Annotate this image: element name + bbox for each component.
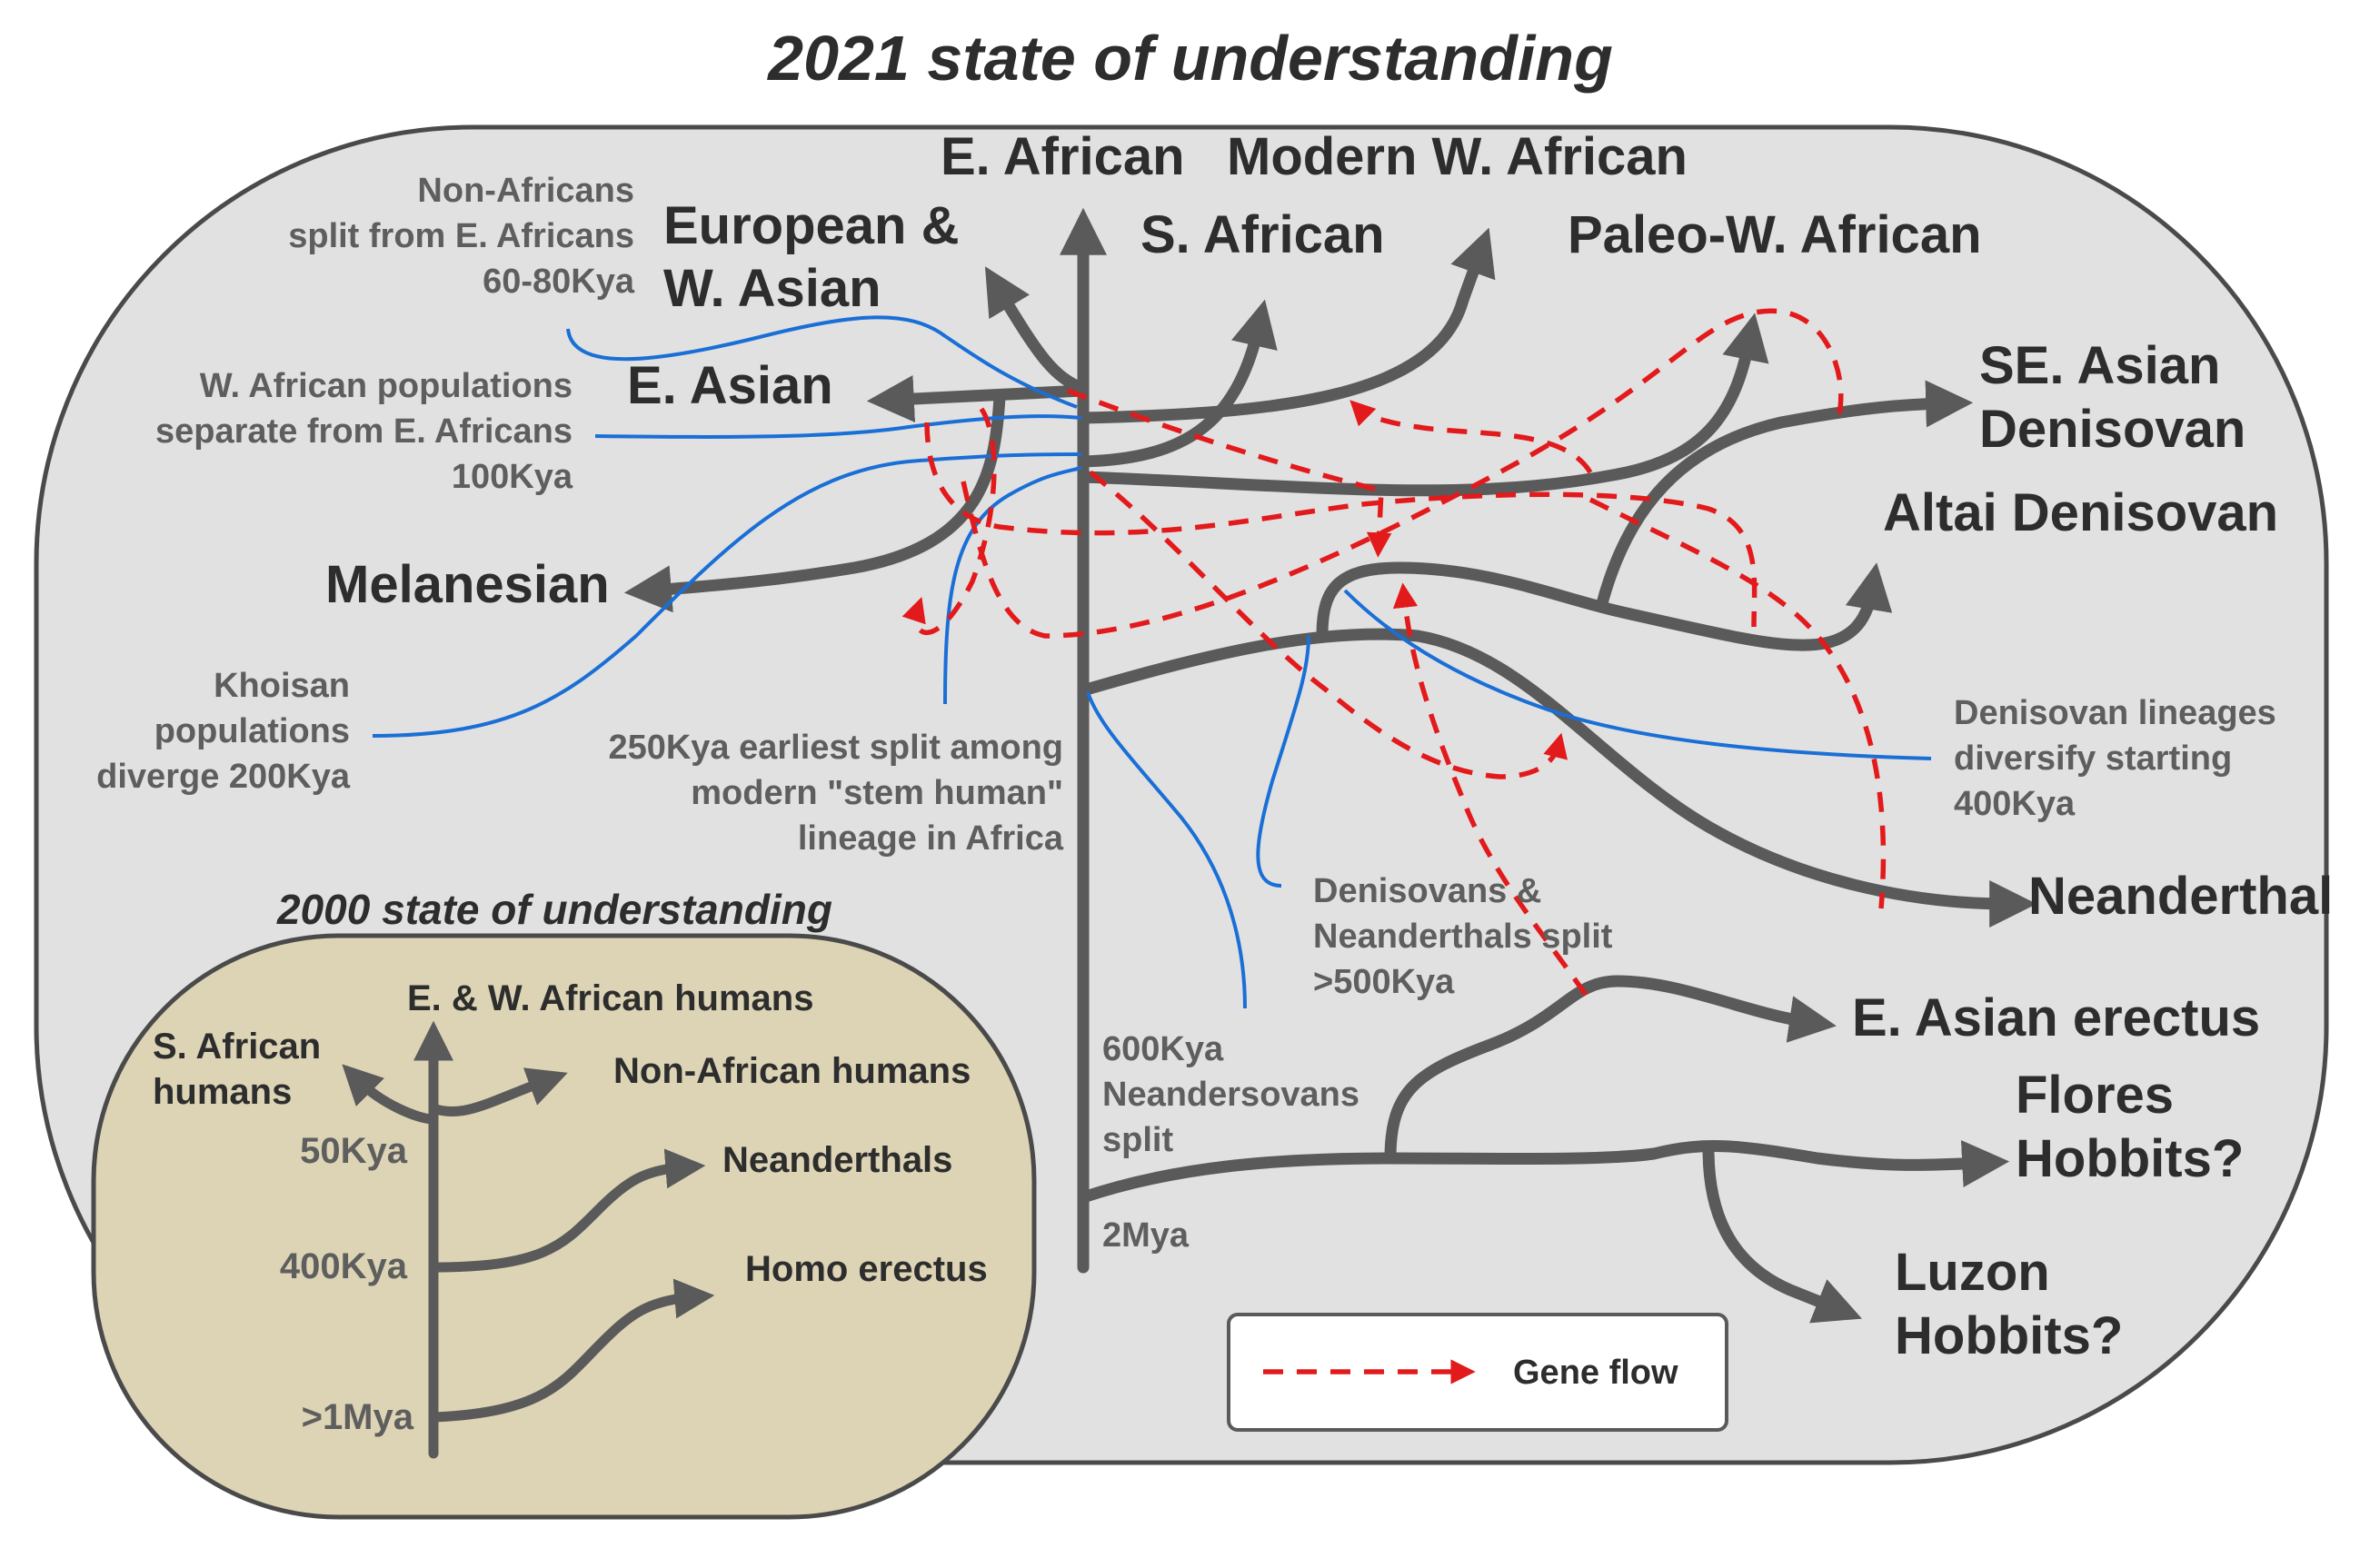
note-2mya: 2Mya: [1102, 1216, 1190, 1255]
branch-melanesian: [623, 391, 1006, 613]
note-deni-neand-3: >500Kya: [1313, 963, 1455, 1001]
inset-label-non-african: Non-African humans: [613, 1051, 971, 1091]
label-flores-2: Hobbits?: [2016, 1129, 2244, 1188]
branch-se-asian-denisovan: [1595, 380, 1974, 613]
leader-denisovan-diversify: [1343, 589, 1932, 760]
inset-title: 2000 state of understanding: [276, 886, 832, 933]
legend-box: [1227, 1313, 1728, 1432]
note-denisovan-diversify-2: diversify starting: [1954, 739, 2232, 778]
note-denisovan-diversify-3: 400Kya: [1954, 785, 2076, 823]
leader-w-african: [594, 414, 1082, 439]
label-melanesian: Melanesian: [325, 555, 610, 614]
inset-s-african-branch: [342, 1064, 439, 1125]
leader-deni-neand: [1256, 635, 1310, 888]
note-non-african-3: 60-80Kya: [483, 263, 635, 301]
label-se-asian-denisovan-1: SE. Asian: [1979, 336, 2220, 395]
leader-non-african: [566, 315, 1078, 409]
gene-flow-5: [1089, 470, 1568, 779]
gene-flow-8: [1392, 582, 1588, 997]
label-european-w-asian-1: European &: [663, 196, 960, 255]
branch-modern-w-african: [1077, 227, 1496, 424]
label-modern-w-african: Modern W. African: [1227, 127, 1688, 186]
inset-background: [91, 933, 1037, 1520]
branch-european-w-asian: [984, 266, 1090, 395]
label-e-african: E. African: [941, 127, 1185, 186]
inset-panel: 2000 state of understanding E. & W. Afri…: [91, 886, 1037, 1520]
inset-neanderthals-branch: [428, 1148, 706, 1273]
inset-time-1mya: >1Mya: [302, 1397, 414, 1437]
leader-stem-human: [943, 466, 1082, 705]
note-w-african-1: W. African populations: [200, 367, 573, 405]
label-se-asian-denisovan-2: Denisovan: [1979, 400, 2246, 459]
gene-flow-4: [1067, 388, 1392, 558]
note-non-african-2: split from E. Africans: [288, 217, 634, 255]
branch-denisovan: [1316, 561, 1893, 651]
note-khoisan-2: populations: [154, 712, 350, 750]
label-e-asian-erectus: E. Asian erectus: [1852, 988, 2260, 1047]
note-deni-neand-2: Neanderthals split: [1313, 918, 1613, 956]
gene-flow-1: [901, 407, 997, 636]
branch-neandersovan: [1077, 628, 2037, 928]
inset-label-homo-erectus: Homo erectus: [745, 1249, 988, 1289]
note-non-african-1: Non-Africans: [417, 172, 634, 210]
inset-non-african-branch: [428, 1067, 568, 1116]
annotation-texts: Non-Africans split from E. Africans 60-8…: [96, 172, 2276, 1255]
label-european-w-asian-2: W. Asian: [663, 259, 881, 318]
legend: Gene flow: [1227, 1313, 1728, 1432]
note-w-african-3: 100Kya: [452, 458, 573, 496]
inset-label-s-african-1: S. African: [153, 1027, 321, 1067]
note-denisovan-diversify-1: Denisovan lineages: [1954, 694, 2276, 732]
note-stem-human-2: modern "stem human": [691, 774, 1063, 812]
label-s-african: S. African: [1140, 205, 1385, 264]
note-stem-human-3: lineage in Africa: [798, 819, 1064, 858]
main-tree: [623, 207, 2037, 1324]
branch-e-asian: [866, 375, 1090, 422]
note-khoisan-3: diverge 200Kya: [96, 758, 351, 796]
note-neandersovans-1: 600Kya: [1102, 1030, 1224, 1068]
branch-luzon: [1702, 1143, 1862, 1324]
inset-label-e-w-african: E. & W. African humans: [407, 978, 813, 1018]
branch-s-african: [1077, 299, 1278, 468]
branch-paleo-w-african: [1077, 313, 1769, 497]
note-w-african-2: separate from E. Africans: [155, 412, 573, 451]
leader-neandersovan: [1086, 691, 1247, 1009]
branch-e-asian-erectus: [1384, 975, 1837, 1165]
note-stem-human-1: 250Kya earliest split among: [608, 729, 1063, 767]
gene-flow-2: [961, 308, 1844, 639]
gene-flow-3: [924, 422, 1758, 628]
gene-flow-lines: [901, 308, 1887, 997]
label-luzon-2: Hobbits?: [1895, 1306, 2123, 1365]
inset-homo-erectus-branch: [428, 1278, 715, 1423]
note-neandersovans-3: split: [1102, 1121, 1173, 1159]
label-flores-1: Flores: [2016, 1066, 2174, 1125]
inset-label-s-african-2: humans: [153, 1072, 292, 1112]
note-khoisan-1: Khoisan: [214, 667, 350, 705]
inset-label-neanderthals: Neanderthals: [722, 1140, 952, 1180]
main-labels: E. African Modern W. African European & …: [325, 127, 2333, 1365]
inset-time-50kya: 50Kya: [300, 1131, 408, 1171]
label-altai-denisovan: Altai Denisovan: [1883, 483, 2278, 542]
branch-erectus: [1077, 1140, 2010, 1204]
label-luzon-1: Luzon: [1895, 1243, 2050, 1302]
inset-time-400kya: 400Kya: [280, 1246, 408, 1286]
main-title: 2021 state of understanding: [766, 23, 1613, 94]
label-paleo-w-african: Paleo-W. African: [1568, 205, 1982, 264]
gene-flow-7: [1588, 497, 1887, 909]
gene-flow-6: [1349, 400, 1593, 474]
note-neandersovans-2: Neandersovans: [1102, 1076, 1359, 1114]
note-deni-neand-1: Denisovans &: [1313, 872, 1541, 910]
label-e-asian: E. Asian: [627, 356, 833, 415]
legend-gene-flow-label: Gene flow: [1513, 1354, 1678, 1392]
label-neanderthal: Neanderthal: [2028, 867, 2333, 926]
